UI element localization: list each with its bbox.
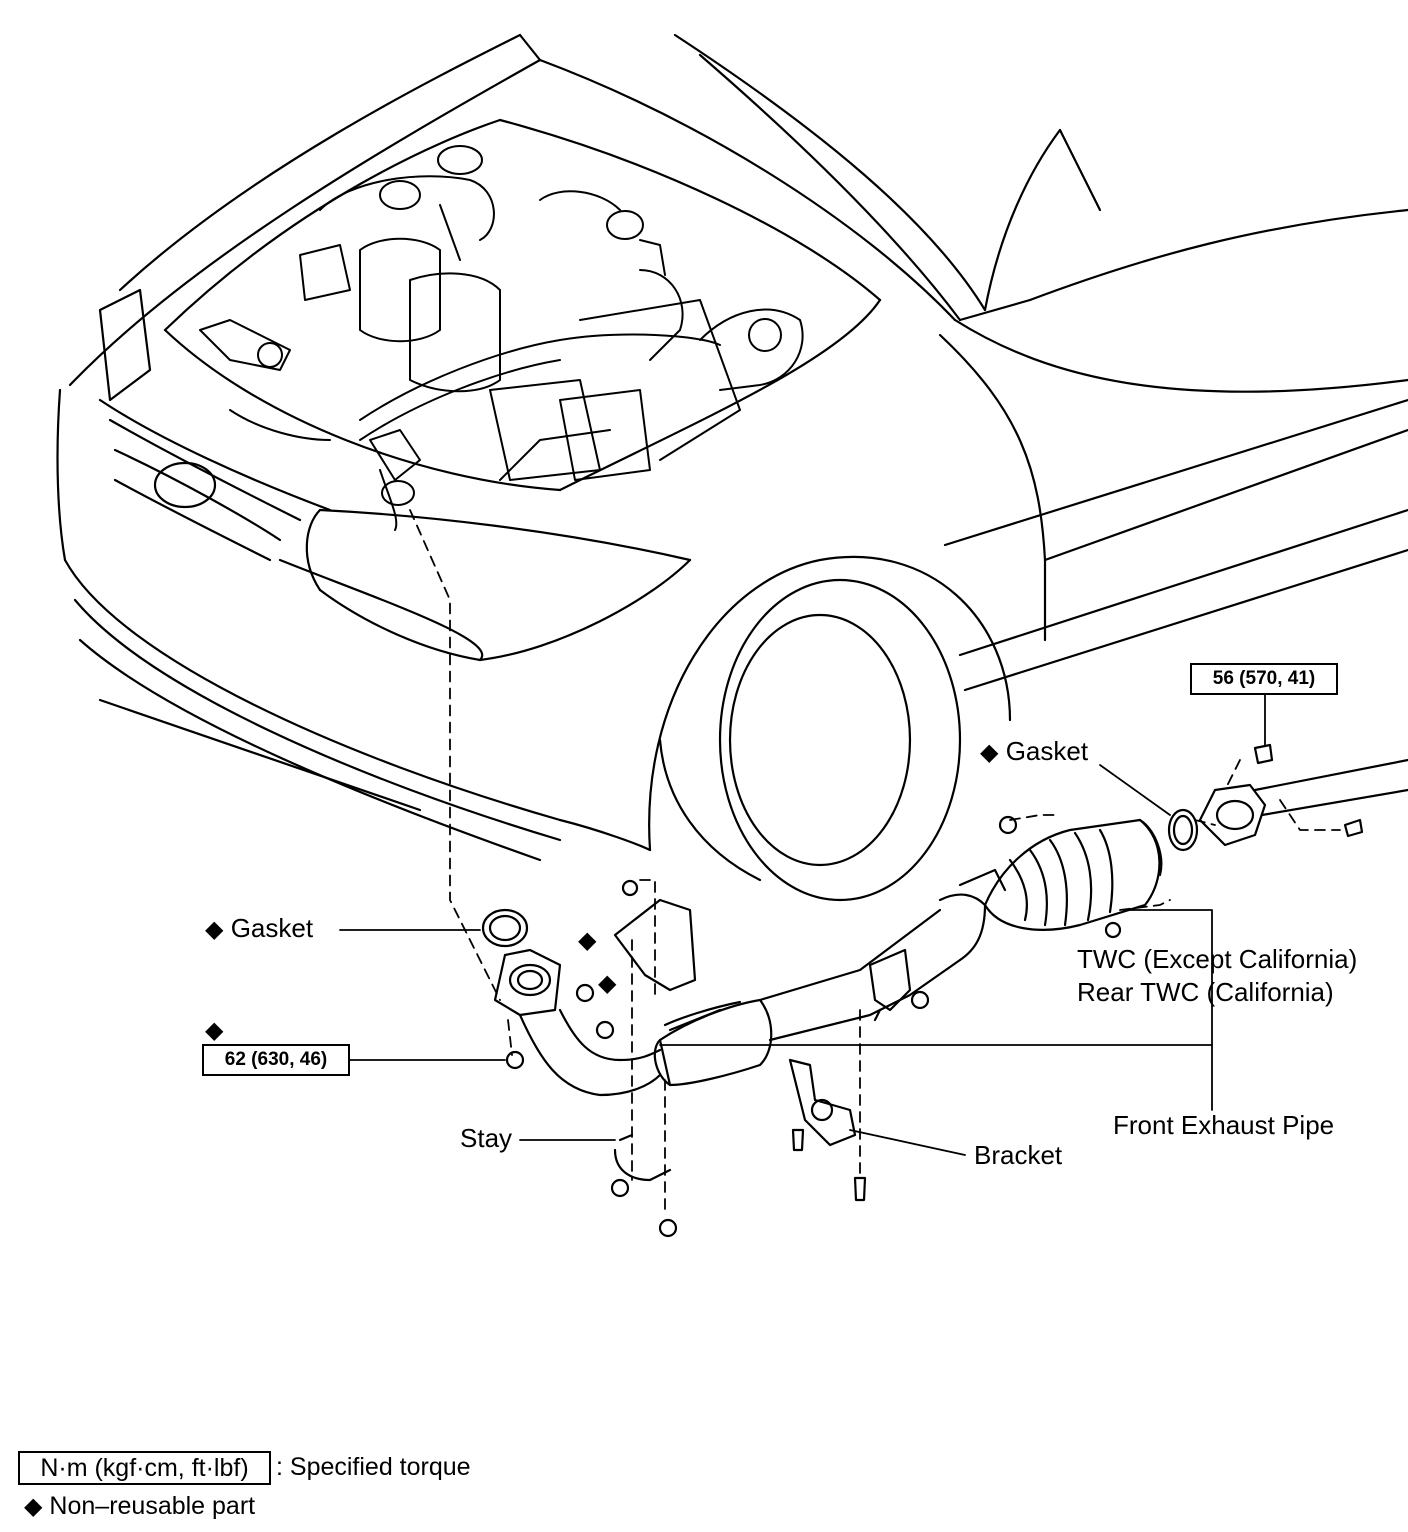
bracket-label: Bracket xyxy=(974,1140,1063,1170)
front-exhaust-pipe xyxy=(493,818,1163,1097)
torque-rear-flange: 56 (570, 41) xyxy=(1190,663,1338,695)
fasteners xyxy=(505,743,1364,1238)
twc-label-line1: TWC (Except California) xyxy=(1077,944,1358,974)
non-reusable-diamond-icon: ◆ xyxy=(24,1493,43,1520)
legend-torque-desc: : Specified torque xyxy=(276,1453,471,1481)
gasket-rings xyxy=(481,808,1199,948)
legend-nonreusable: ◆ Non–reusable part xyxy=(24,1492,256,1520)
non-reusable-diamond-icon: ◆ xyxy=(205,1017,224,1044)
assembly-guide-lines xyxy=(409,509,1341,1211)
twc-label-line2: Rear TWC (California) xyxy=(1077,977,1334,1007)
non-reusable-diamond-icon: ◆ xyxy=(205,916,224,943)
stay-label: Stay xyxy=(460,1123,513,1153)
torque-front-flange: 62 (630, 46) xyxy=(202,1044,350,1076)
car-body-outline xyxy=(56,33,1408,902)
rear-exhaust-pipe xyxy=(1198,758,1408,847)
stay-part xyxy=(613,898,697,1182)
legend-torque-units: N·m (kgf·cm, ft·lbf) xyxy=(18,1451,271,1485)
gasket-front-label: ◆ Gasket xyxy=(205,913,314,943)
front-exhaust-pipe-label: Front Exhaust Pipe xyxy=(1113,1110,1335,1140)
leader-lines xyxy=(339,694,1266,1156)
gasket-rear-label: ◆ Gasket xyxy=(980,736,1089,766)
non-reusable-diamond-icon: ◆ xyxy=(578,927,597,954)
bracket-part xyxy=(788,1058,857,1147)
non-reusable-diamond-icon: ◆ xyxy=(598,970,617,997)
non-reusable-diamond-icon: ◆ xyxy=(980,739,999,766)
engine-assembly xyxy=(199,145,804,531)
